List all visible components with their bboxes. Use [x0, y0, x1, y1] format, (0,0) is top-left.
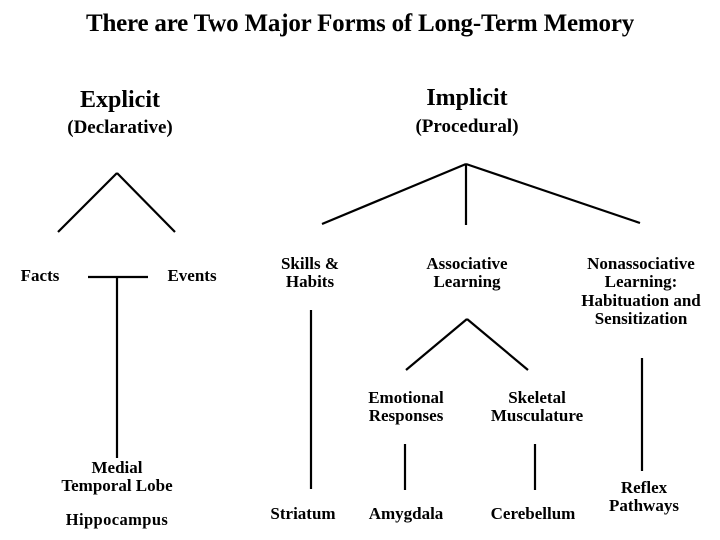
node-emotional-responses: Emotional Responses: [368, 388, 444, 426]
explicit-fork-right: [116, 172, 176, 233]
structure-reflex-pathways: Reflex Pathways: [609, 478, 679, 516]
branch-heading-implicit: Implicit: [426, 85, 508, 111]
page-title: There are Two Major Forms of Long-Term M…: [85, 10, 635, 37]
structure-hippocampus: Hippocampus: [65, 510, 169, 529]
implicit-fork-right: [465, 162, 641, 225]
branch-subheading-implicit: (Procedural): [415, 116, 519, 137]
structure-amygdala: Amygdala: [368, 504, 444, 523]
node-associative-learning: Associative Learning: [426, 254, 508, 292]
implicit-fork-left: [321, 162, 467, 226]
structure-cerebellum: Cerebellum: [490, 504, 576, 523]
associative-fork-left: [405, 318, 468, 371]
structure-striatum: Striatum: [270, 504, 336, 523]
branch-subheading-explicit: (Declarative): [67, 117, 173, 138]
node-events: Events: [167, 266, 217, 285]
node-facts: Facts: [20, 266, 60, 285]
explicit-fork-left: [57, 172, 118, 233]
structure-medial-temporal-lobe: Medial Temporal Lobe: [61, 458, 173, 496]
associative-fork-right: [466, 318, 529, 371]
node-skills-and-habits: Skills & Habits: [280, 254, 340, 292]
node-skeletal-musculature: Skeletal Musculature: [490, 388, 584, 426]
branch-heading-explicit: Explicit: [79, 87, 160, 113]
node-nonassociative-learning: Nonassociative Learning: Habituation and…: [581, 254, 701, 329]
